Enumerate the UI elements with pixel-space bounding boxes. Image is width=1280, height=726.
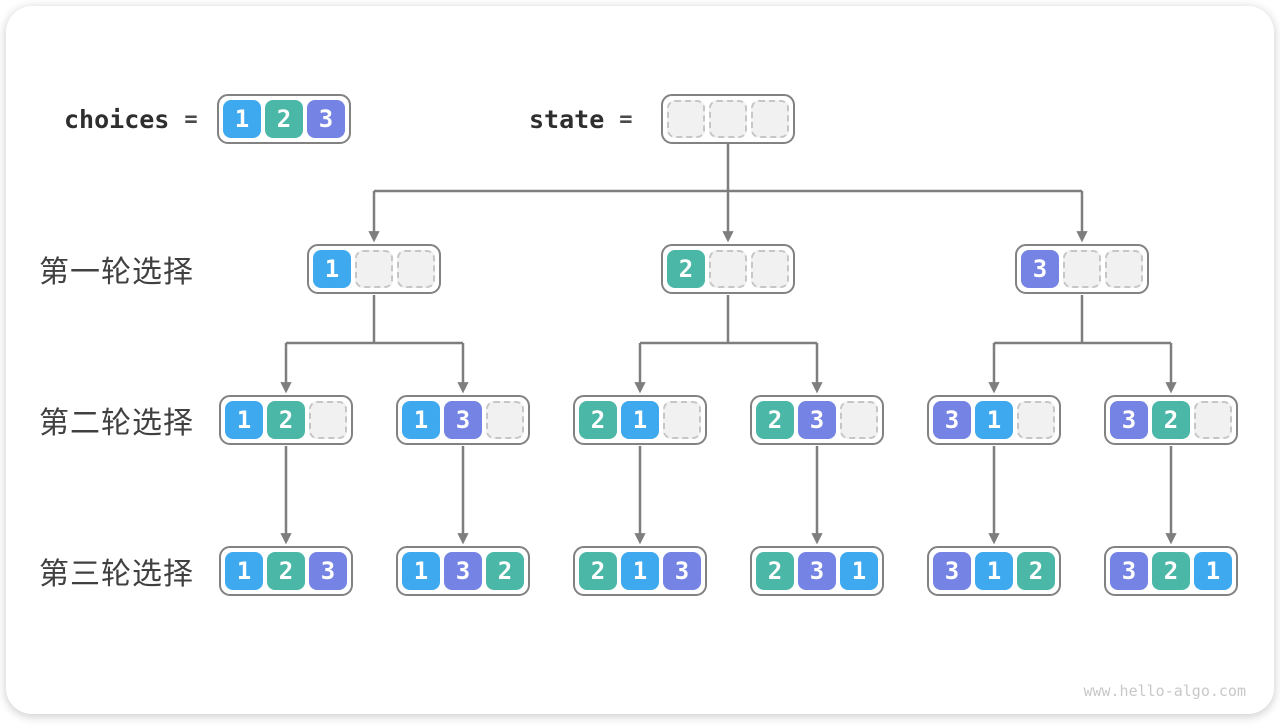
empty-cell: [309, 401, 347, 439]
array-cell-3: 3: [1110, 401, 1148, 439]
array-cell-3: 3: [663, 552, 701, 590]
array-cell-3: 3: [798, 401, 836, 439]
state-label: state: [529, 104, 605, 134]
permutation-node-3: 3: [1015, 244, 1149, 294]
array-cell-2: 2: [267, 552, 305, 590]
array-cell-1: 1: [225, 401, 263, 439]
array-cell-2: 2: [756, 552, 794, 590]
array-cell-2: 2: [486, 552, 524, 590]
array-cell-3: 3: [307, 100, 345, 138]
array-cell-3: 3: [309, 552, 347, 590]
choices-declaration: choices =: [64, 94, 198, 144]
array-cell-2: 2: [667, 250, 705, 288]
array-cell-3: 3: [933, 552, 971, 590]
watermark: www.hello-algo.com: [1083, 682, 1246, 700]
array-cell-1: 1: [313, 250, 351, 288]
array-cell-2: 2: [1152, 401, 1190, 439]
array-cell-2: 2: [267, 401, 305, 439]
empty-cell: [1105, 250, 1143, 288]
equals-sign: =: [184, 106, 198, 132]
empty-cell: [1194, 401, 1232, 439]
round-label-3: 第三轮选择: [39, 558, 194, 591]
array-cell-3: 3: [1021, 250, 1059, 288]
array-cell-1: 1: [621, 552, 659, 590]
empty-cell: [709, 100, 747, 138]
permutation-node-1: 1: [307, 244, 441, 294]
choices-label: choices: [64, 104, 170, 134]
array-cell-2: 2: [579, 552, 617, 590]
array-cell-3: 3: [1110, 552, 1148, 590]
array-cell-2: 2: [265, 100, 303, 138]
empty-cell: [486, 401, 524, 439]
array-cell-3: 3: [933, 401, 971, 439]
array-cell-2: 2: [1017, 552, 1055, 590]
empty-cell: [1063, 250, 1101, 288]
array-cell-1: 1: [840, 552, 878, 590]
empty-cell: [751, 250, 789, 288]
array-cell-1: 1: [975, 552, 1013, 590]
array-cell-2: 2: [579, 401, 617, 439]
empty-cell: [840, 401, 878, 439]
empty-cell: [663, 401, 701, 439]
array-cell-1: 1: [402, 552, 440, 590]
empty-cell: [355, 250, 393, 288]
empty-cell: [397, 250, 435, 288]
empty-cell: [667, 100, 705, 138]
round-label-2: 第二轮选择: [39, 407, 194, 440]
array-cell-3: 3: [444, 552, 482, 590]
equals-sign: =: [619, 106, 633, 132]
permutation-node-2: 2: [661, 244, 795, 294]
array-cell-2: 2: [1152, 552, 1190, 590]
array-cell-2: 2: [756, 401, 794, 439]
array-cell-1: 1: [402, 401, 440, 439]
array-cell-1: 1: [975, 401, 1013, 439]
empty-cell: [1017, 401, 1055, 439]
round-label-1: 第一轮选择: [39, 256, 194, 289]
array-cell-3: 3: [444, 401, 482, 439]
array-cell-1: 1: [621, 401, 659, 439]
array-cell-1: 1: [1194, 552, 1232, 590]
array-cell-1: 1: [225, 552, 263, 590]
state-array: [661, 94, 795, 144]
array-cell-1: 1: [223, 100, 261, 138]
state-declaration: state =: [529, 94, 633, 144]
array-cell-3: 3: [798, 552, 836, 590]
empty-cell: [751, 100, 789, 138]
empty-cell: [709, 250, 747, 288]
